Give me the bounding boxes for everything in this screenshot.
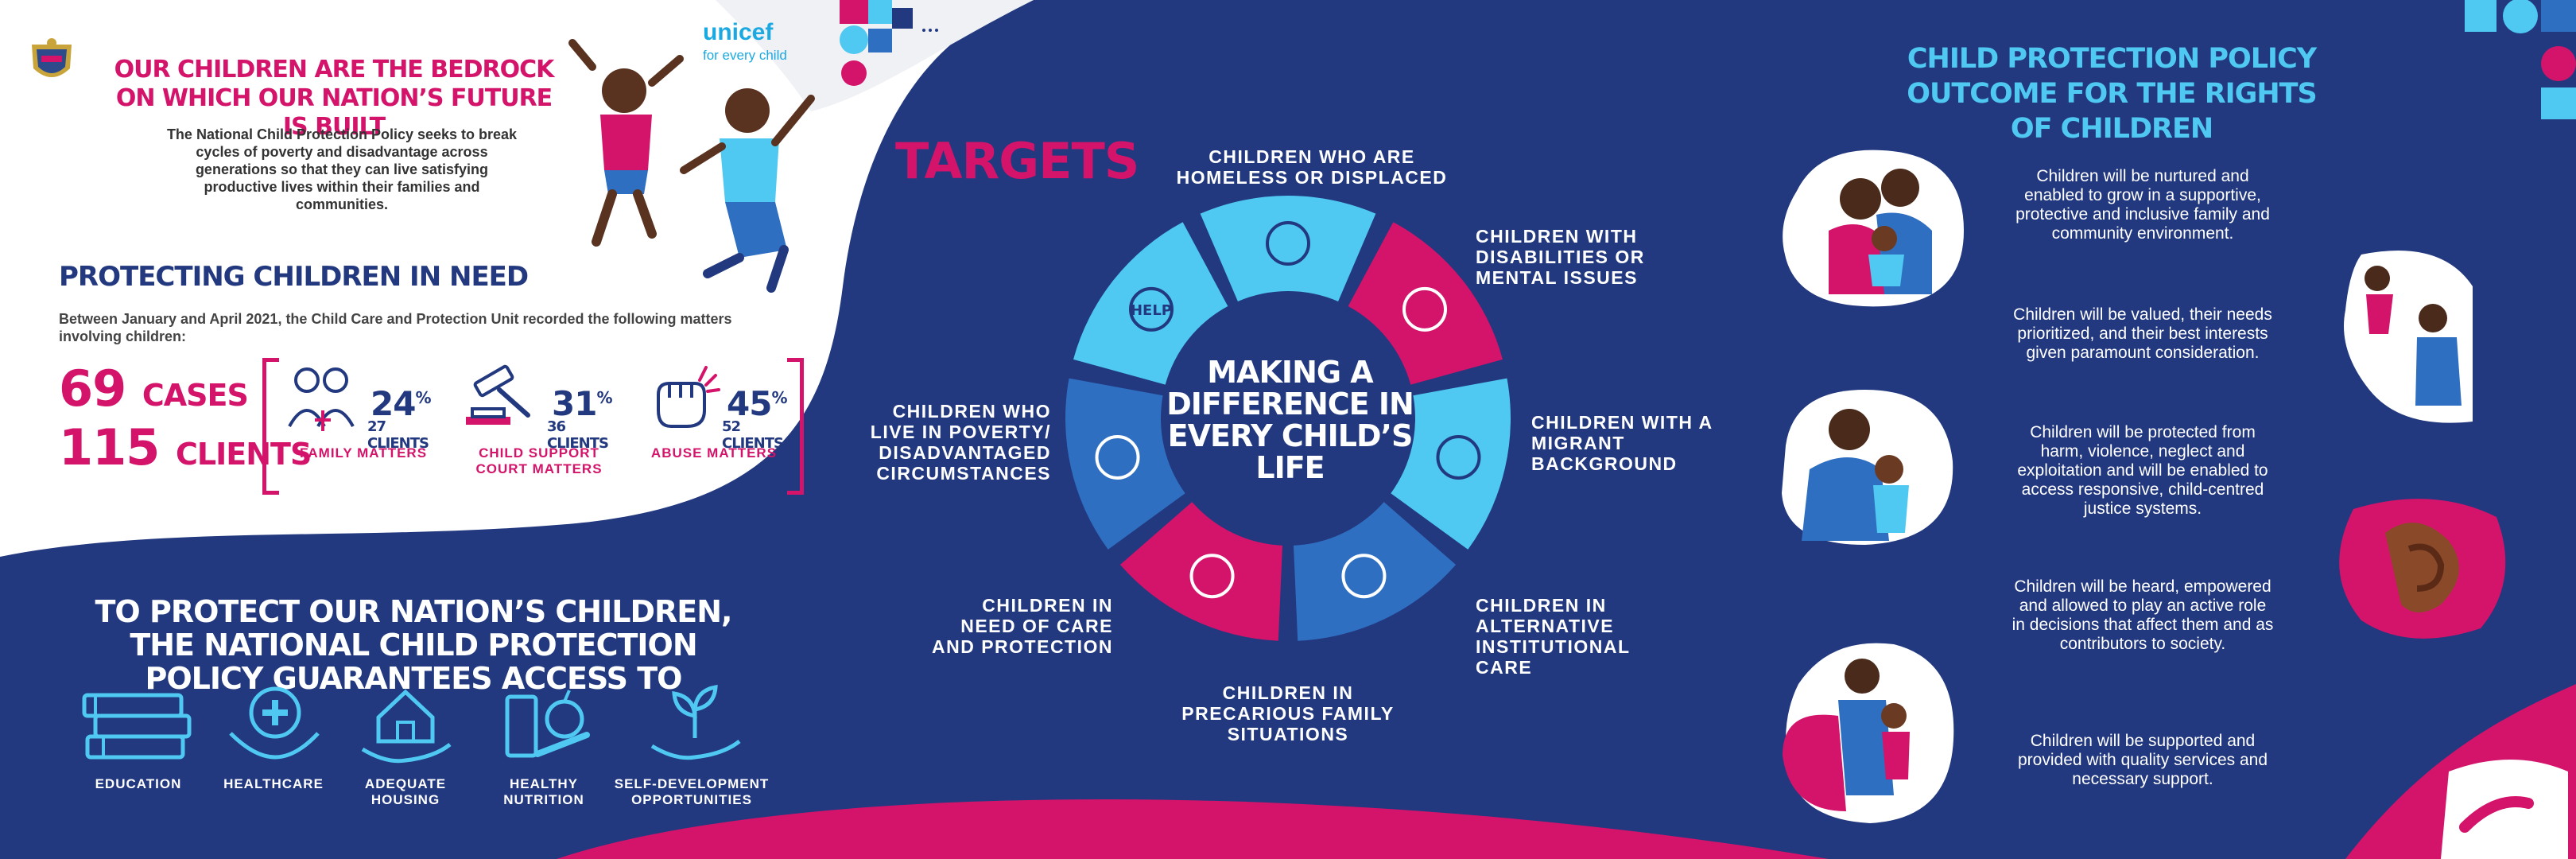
matter-label-family: FAMILY MATTERS: [299, 445, 428, 461]
outcome-4: Children will be heard, empowered and al…: [2012, 577, 2274, 653]
access-label-housing: ADEQUATE HOUSING: [364, 776, 447, 807]
wheel-icon-homeless: [1266, 221, 1310, 266]
books-icon: [82, 693, 192, 760]
clients-number: 115: [59, 418, 160, 476]
bracket-right: [787, 358, 804, 495]
help-sign-text: HELP: [1131, 302, 1172, 319]
matter-pct-family: 24: [370, 384, 416, 423]
wheel-segment-migrant: [1391, 378, 1511, 550]
wheel-segment-disabilities: [1348, 222, 1503, 385]
crest-icon: [32, 38, 72, 77]
matter-label-child-support: CHILD SUPPORT COURT MATTERS: [475, 445, 603, 476]
corner-shapes-icon: [2465, 0, 2576, 119]
protecting-description: Between January and April 2021, the Chil…: [59, 311, 732, 344]
wheel-icon-migrant: [1436, 434, 1481, 480]
main-headline: OUR CHILDREN ARE THE BEDROCK ON WHICH OU…: [114, 56, 555, 141]
outcome-5: Children will be supported and provided …: [2018, 732, 2268, 788]
medical-cross-icon: [229, 686, 320, 760]
protecting-title: PROTECTING CHILDREN IN NEED: [59, 261, 529, 293]
pct-sign: %: [771, 388, 787, 407]
wheel-segment-homeless: [1200, 196, 1376, 301]
wheel-icon-care: [1095, 434, 1140, 480]
playing-child-illustration: [2344, 251, 2473, 423]
ear-listening-illustration: [2339, 499, 2506, 639]
gavel-icon: [466, 364, 530, 425]
matter-clients-abuse: 52 CLIENTS: [722, 418, 784, 452]
intro-text: The National Child Protection Policy see…: [166, 126, 518, 212]
unicef-tagline: for every child: [703, 48, 787, 63]
access-label-healthcare: HEALTHCARE: [223, 776, 324, 791]
cases-number: 69: [59, 360, 126, 418]
seedling-hand-icon: [650, 685, 741, 760]
wheel-segment-precarious: [1119, 502, 1283, 641]
target-label-precarious: CHILDREN IN PRECARIOUS FAMILY SITUATIONS: [1181, 682, 1395, 744]
decorative-shapes-icon: [840, 0, 938, 86]
holding-hands-illustration: [2441, 760, 2568, 859]
wheel-icon-poverty: [1128, 286, 1174, 332]
outcome-1: Children will be nurtured and enabled to…: [2015, 167, 2270, 243]
target-label-migrant: CHILDREN WITH A MIGRANT BACKGROUND: [1531, 412, 1713, 474]
matter-clients-family: 27 CLIENTS: [367, 418, 429, 452]
targets-wheel: HELP: [1065, 196, 1511, 641]
matter-pct-child-support: 31: [552, 384, 597, 423]
wheel-icon-disabilities: [1402, 286, 1448, 332]
target-label-institutional: CHILDREN IN ALTERNATIVE INSTITUTIONAL CA…: [1476, 595, 1631, 678]
family-hug-illustration: [1783, 150, 1964, 307]
target-label-poverty: CHILDREN WHO LIVE IN POVERTY/ DISADVANTA…: [870, 401, 1051, 484]
target-label-homeless: CHILDREN WHO ARE HOMELESS OR DISPLACED: [1176, 146, 1448, 188]
fist-icon: [657, 366, 720, 428]
father-child-illustration: [1782, 390, 1953, 545]
outcome-2: Children will be valued, their needs pri…: [2013, 305, 2272, 362]
wheel-segment-care: [1065, 378, 1185, 550]
wheel-segment-institutional: [1293, 502, 1457, 641]
food-icon: [505, 690, 590, 758]
wheel-center-text: MAKING A DIFFERENCE IN EVERY CHILD’S LIF…: [1166, 355, 1414, 485]
child-on-lap-illustration: [1783, 643, 1954, 823]
house-hand-icon: [361, 689, 452, 764]
family-icon: [288, 367, 355, 431]
unicef-wordmark: unicef: [703, 19, 774, 45]
access-label-self-development: SELF-DEVELOPMENT OPPORTUNITIES: [614, 776, 770, 807]
wheel-icon-precarious: [1189, 554, 1235, 599]
target-label-care: CHILDREN IN NEED OF CARE AND PROTECTION: [932, 595, 1113, 657]
pct-sign: %: [596, 388, 612, 407]
cases-label: CASES: [142, 378, 249, 413]
wheel-center-circle: [1166, 296, 1410, 541]
outcome-title: CHILD PROTECTION POLICY OUTCOME FOR THE …: [1907, 43, 2318, 145]
unicef-logo: unicef for every child: [703, 19, 787, 64]
target-label-disabilities: CHILDREN WITH DISABILITIES OR MENTAL ISS…: [1476, 226, 1645, 288]
access-label-education: EDUCATION: [95, 776, 182, 791]
jumping-children-illustration: [568, 39, 815, 293]
cases-stat: 69 CASES 115 CLIENTS: [59, 360, 312, 480]
bracket-left: [262, 358, 279, 495]
guarantee-heading: TO PROTECT OUR NATION’S CHILDREN, THE NA…: [95, 594, 733, 696]
matter-pct-abuse: 45: [727, 384, 772, 423]
access-label-nutrition: HEALTHY NUTRITION: [503, 776, 584, 807]
outcome-3: Children will be protected from harm, vi…: [2017, 423, 2268, 518]
matter-clients-child-support: 36 CLIENTS: [547, 418, 609, 452]
wheel-icon-institutional: [1341, 554, 1387, 599]
wheel-segment-poverty: [1073, 222, 1228, 385]
pct-sign: %: [415, 388, 431, 407]
targets-title: TARGETS: [895, 132, 1139, 190]
clients-label: CLIENTS: [176, 437, 312, 472]
matter-label-abuse: ABUSE MATTERS: [650, 445, 778, 461]
